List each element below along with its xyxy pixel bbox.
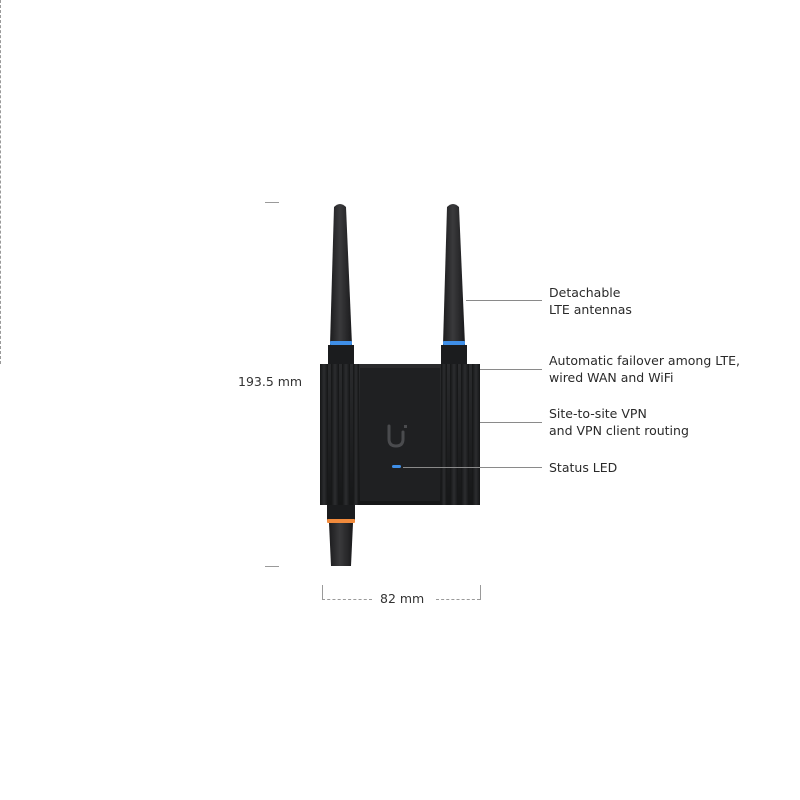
left-antenna xyxy=(328,204,354,365)
callout-vpn: Site-to-site VPN and VPN client routing xyxy=(549,405,689,439)
callout-status-led-line1: Status LED xyxy=(549,460,618,475)
callout-antennas-line1: Detachable xyxy=(549,285,621,300)
status-led-icon xyxy=(392,465,401,468)
width-dimension-label: 82 mm xyxy=(380,591,425,606)
width-dimension-line-left xyxy=(322,599,372,600)
left-antenna-blue-ring xyxy=(330,341,352,345)
width-dimension-cap-left xyxy=(322,585,323,600)
callout-failover-line2: wired WAN and WiFi xyxy=(549,370,674,385)
right-antenna-blue-ring xyxy=(443,341,465,345)
callout-status-led: Status LED xyxy=(549,459,617,476)
ubiquiti-u-logo-icon xyxy=(387,424,407,448)
bottom-orange-ring xyxy=(327,519,355,523)
callout-antennas: Detachable LTE antennas xyxy=(549,284,632,318)
callout-line-antennas xyxy=(466,300,542,301)
left-heatsink-fins xyxy=(320,364,359,505)
bottom-antenna xyxy=(327,500,355,566)
device-body xyxy=(320,364,480,505)
callout-vpn-line2: and VPN client routing xyxy=(549,423,689,438)
callout-line-failover xyxy=(480,369,542,370)
height-dimension-line xyxy=(0,0,1,364)
callout-failover: Automatic failover among LTE, wired WAN … xyxy=(549,352,740,386)
height-dimension-label: 193.5 mm xyxy=(238,374,303,389)
callout-vpn-line1: Site-to-site VPN xyxy=(549,406,647,421)
right-antenna xyxy=(441,204,467,365)
callout-antennas-line2: LTE antennas xyxy=(549,302,632,317)
width-dimension-cap-right xyxy=(480,585,481,600)
right-heatsink-fins xyxy=(441,364,480,505)
callout-line-vpn xyxy=(480,422,542,423)
width-dimension-line-right xyxy=(436,599,480,600)
height-dimension-cap-bottom xyxy=(265,566,279,567)
height-dimension-cap-top xyxy=(265,202,279,203)
callout-line-status-led xyxy=(403,467,542,468)
callout-failover-line1: Automatic failover among LTE, xyxy=(549,353,740,368)
